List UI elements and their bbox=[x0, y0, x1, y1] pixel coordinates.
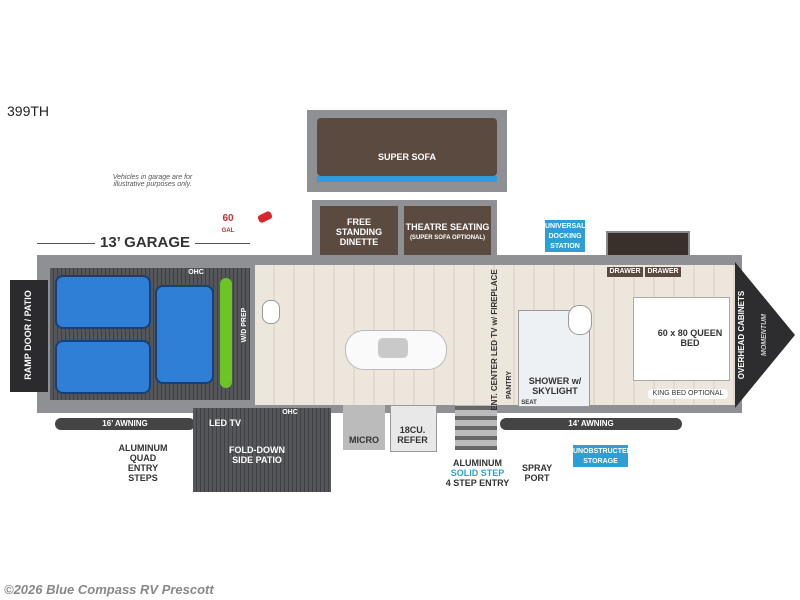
bed-label: 60 x 80 QUEEN BED bbox=[657, 328, 723, 348]
microwave bbox=[343, 405, 385, 450]
super-sofa-label: SUPER SOFA bbox=[377, 152, 436, 162]
ramp-door bbox=[10, 280, 48, 392]
brand-logo: MOMENTUM bbox=[761, 314, 768, 356]
spray-port-label: SPRAY PORT bbox=[522, 463, 553, 483]
king-bed-label: KING BED OPTIONAL bbox=[648, 389, 728, 399]
drawer-label: DRAWER bbox=[607, 267, 643, 277]
fold-down-patio bbox=[193, 408, 331, 492]
awning-14: 14’ AWNING bbox=[500, 418, 682, 430]
dinette-slideout: FREE STANDING DINETTE THEATRE SEATING (S… bbox=[312, 200, 497, 258]
micro-label: MICRO bbox=[349, 435, 379, 445]
quad-steps-label: ALUMINUM QUAD ENTRY STEPS bbox=[118, 443, 168, 483]
fuel-pump-icon bbox=[256, 210, 274, 224]
awning-16: 16’ AWNING bbox=[55, 418, 195, 430]
refrigerator bbox=[390, 405, 437, 452]
atv-vehicle bbox=[55, 275, 151, 329]
dinette-label: FREE STANDING DINETTE bbox=[335, 217, 383, 247]
patio-label: FOLD-DOWN SIDE PATIO bbox=[229, 445, 285, 465]
atv-vehicle bbox=[55, 340, 151, 394]
fuel-capacity: 60 bbox=[222, 213, 234, 224]
step-entry-label-1: ALUMINUM bbox=[453, 458, 502, 468]
front-cap bbox=[735, 262, 795, 408]
led-tv-label: LED TV bbox=[208, 418, 241, 428]
toilet-icon bbox=[568, 305, 592, 335]
step-entry-label-2: SOLID STEP bbox=[450, 468, 505, 478]
sink-icon bbox=[378, 338, 408, 358]
pantry-label: PANTRY bbox=[506, 371, 513, 399]
dirt-bike bbox=[220, 278, 232, 388]
ent-center-label: ENT. CENTER LED TV w/ FIREPLACE bbox=[490, 269, 499, 411]
ohc-label: OHC bbox=[188, 269, 204, 276]
theatre-note: (SUPER SOFA OPTIONAL) bbox=[409, 235, 486, 241]
ramp-door-label: RAMP DOOR / PATIO bbox=[23, 290, 33, 380]
disclaimer-note: Vehicles in garage are for illustrative … bbox=[112, 174, 193, 188]
atv-vehicle bbox=[155, 285, 214, 384]
storage-callout: UNOBSTRUCTED STORAGE bbox=[573, 445, 632, 467]
refer-label: 18CU. REFER bbox=[397, 425, 428, 445]
footer-copyright: ©2026 Blue Compass RV Prescott bbox=[4, 582, 214, 597]
docking-station-callout: UNIVERSAL DOCKING STATION bbox=[545, 220, 585, 252]
wd-prep-label: W/D PREP bbox=[241, 307, 248, 343]
entry-steps bbox=[455, 405, 497, 450]
queen-bed bbox=[633, 297, 730, 381]
seat-label: SEAT bbox=[521, 400, 537, 406]
shower-label: SHOWER w/ SKYLIGHT bbox=[528, 376, 582, 396]
half-bath-toilet bbox=[262, 300, 280, 324]
drawer-label: DRAWER bbox=[645, 267, 681, 277]
theatre-label: THEATRE SEATING bbox=[405, 222, 490, 232]
super-sofa-slideout: SUPER SOFA bbox=[307, 110, 507, 192]
model-name: 399TH bbox=[7, 103, 50, 119]
overhead-cabinets-label: OVERHEAD CABINETS bbox=[737, 290, 746, 380]
fuel-unit: GAL bbox=[221, 228, 235, 234]
step-entry-label-3: 4 STEP ENTRY bbox=[445, 478, 510, 488]
garage-label: 13’ GARAGE bbox=[95, 234, 195, 252]
ohc-label: OHC bbox=[282, 409, 298, 416]
